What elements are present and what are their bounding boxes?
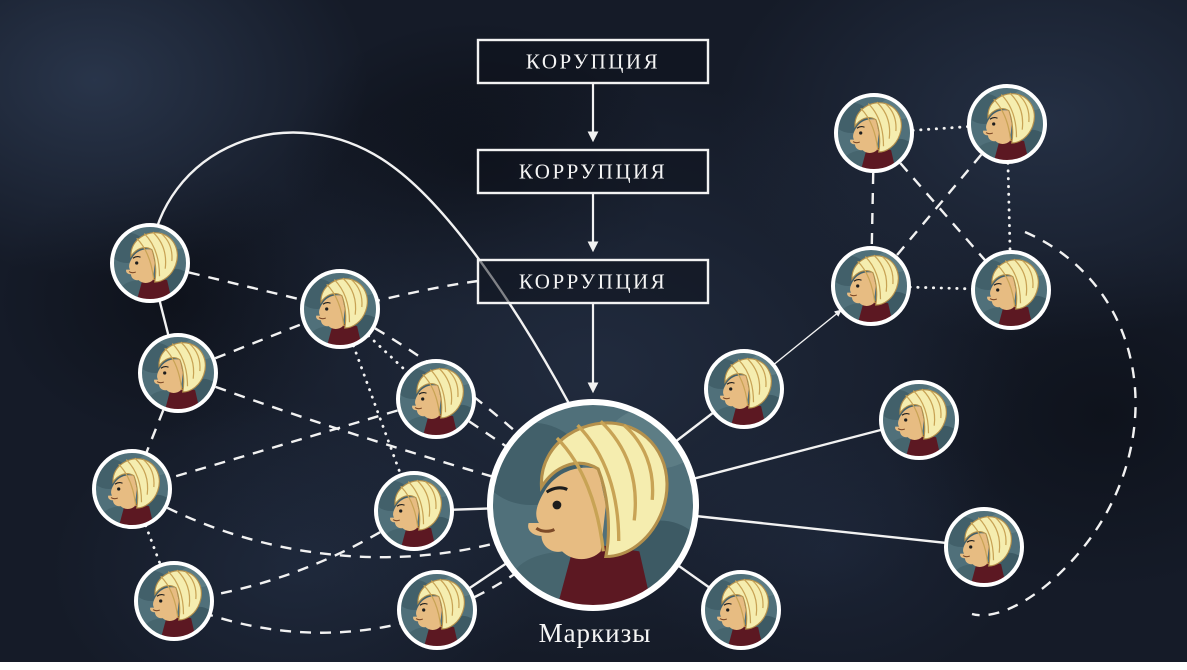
nodes-layer: Маркизы <box>92 84 1051 650</box>
person-node-p3 <box>92 449 172 529</box>
flow-box-label: КОРУПЦИЯ <box>526 50 660 74</box>
edge-dashed <box>873 132 1012 291</box>
central-node-label: Маркизы <box>539 618 652 648</box>
person-node-m4 <box>971 250 1051 330</box>
central-node-marquises-hub <box>480 399 707 613</box>
person-node-m3 <box>831 246 911 326</box>
person-node-p8 <box>397 570 477 650</box>
person-node-p9 <box>704 349 784 429</box>
edge-dashed <box>173 504 594 634</box>
korupcia-box: КОРУПЦИЯ <box>476 38 710 85</box>
korrupcia-box-2: КОРРУПЦИЯ <box>476 258 710 305</box>
person-node-p10 <box>701 570 781 650</box>
person-node-p1 <box>110 223 190 303</box>
character-face-icon <box>480 402 707 613</box>
person-node-p12 <box>944 507 1024 587</box>
flow-box-frame <box>476 38 710 85</box>
edge-dashed <box>131 397 437 491</box>
flow-box-frame <box>476 258 710 305</box>
bottom-white-strip <box>0 662 1187 670</box>
flow-box-frame <box>476 148 710 195</box>
person-node-m2 <box>967 84 1047 164</box>
person-node-m1 <box>834 93 914 173</box>
person-node-p6 <box>396 359 476 439</box>
person-node-p2 <box>138 333 218 413</box>
person-node-p4 <box>134 561 214 641</box>
person-node-p11 <box>879 380 959 460</box>
edge-dashed <box>131 487 594 559</box>
edge-dashed <box>870 123 1008 287</box>
edge-solid <box>148 131 584 429</box>
flow-box-label: КОРРУПЦИЯ <box>519 160 667 184</box>
person-node-p5 <box>300 269 380 349</box>
promotion-arrow <box>771 309 842 367</box>
flow-boxes-layer: КОРУПЦИЯ КОРРУПЦИЯ КОРРУПЦИЯ <box>476 38 710 305</box>
korrupcia-box-1: КОРРУПЦИЯ <box>476 148 710 195</box>
flow-box-label: КОРРУПЦИЯ <box>519 270 667 294</box>
person-node-p7 <box>374 471 454 551</box>
